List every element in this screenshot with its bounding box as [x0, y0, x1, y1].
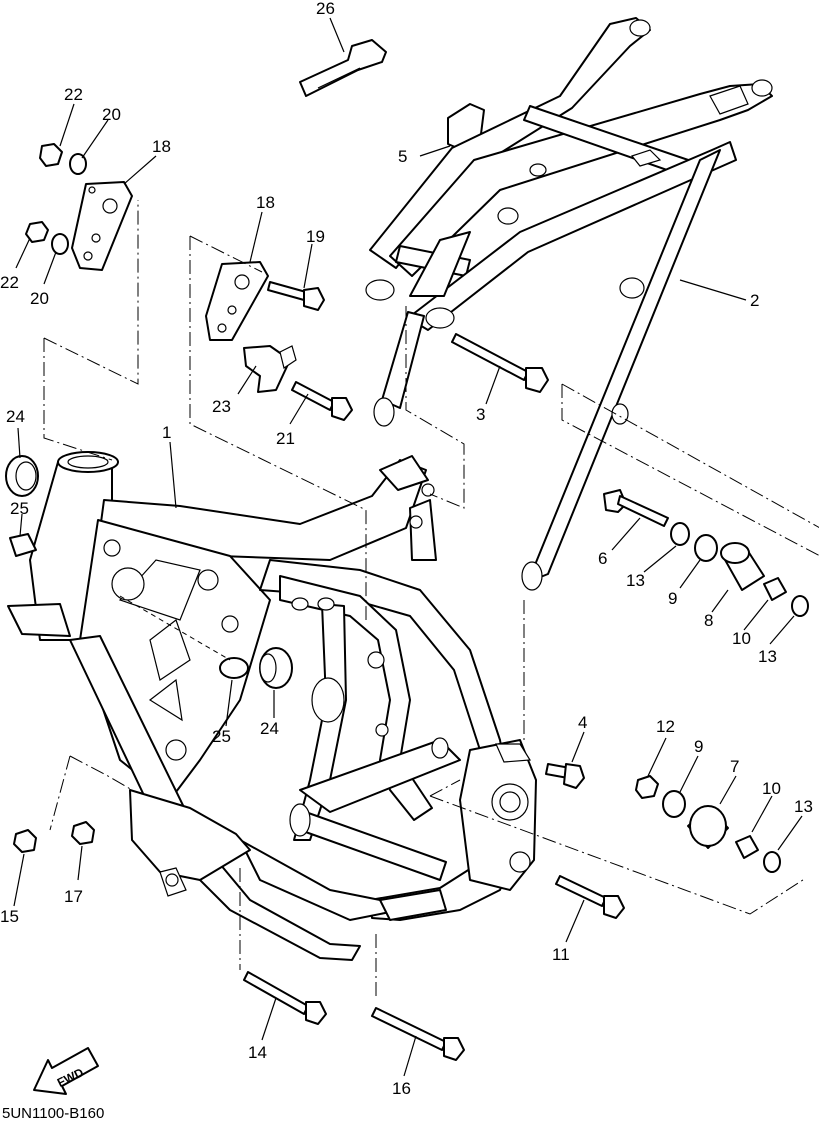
callout-25-a: 25: [10, 499, 29, 518]
part-26-bracket: [299, 39, 387, 97]
part-9-collar-lower: [662, 790, 686, 818]
callout-labels: 26 5 1 2 3 6 13 9 8 10 13 4 12 9 7 10 13…: [0, 0, 813, 1098]
part-16-bolt: [371, 1007, 465, 1061]
callout-25-b: 25: [212, 727, 231, 746]
callout-9-b: 9: [694, 737, 703, 756]
part-6-bolt: [603, 489, 669, 527]
part-10-spacer-lower: [735, 835, 759, 859]
part-8-bushing: [720, 542, 765, 591]
callout-3: 3: [476, 405, 485, 424]
callout-20-a: 20: [102, 105, 121, 124]
part-24-plug-center: [259, 647, 293, 689]
callout-13-b: 13: [758, 647, 777, 666]
part-23-clamp: [243, 345, 297, 393]
part-11-bolt: [555, 875, 625, 919]
callout-24-b: 24: [260, 719, 279, 738]
part-22-nut-lower: [25, 221, 49, 243]
part-25-plug-center: [219, 657, 249, 679]
diagram-code: 5UN1100-B160: [2, 1105, 104, 1122]
part-22-nut-top: [39, 143, 63, 167]
part-25-plug-left: [9, 533, 37, 557]
part-4-bolt: [545, 763, 585, 789]
callout-10-b: 10: [762, 779, 781, 798]
part-19-bolt: [267, 281, 325, 311]
callout-12: 12: [656, 717, 675, 736]
callout-5: 5: [398, 147, 407, 166]
part-13-washer-lower-right: [763, 851, 781, 873]
part-2-rear-subframe: [365, 17, 773, 591]
part-21-bolt: [291, 381, 353, 421]
part-18-bracket-left: [71, 181, 133, 271]
part-15-nut: [13, 829, 37, 853]
callout-2: 2: [750, 291, 759, 310]
callout-7: 7: [730, 757, 739, 776]
callout-4: 4: [578, 713, 587, 732]
part-7-bushing: [687, 805, 729, 849]
callout-17: 17: [64, 887, 83, 906]
callout-19: 19: [306, 227, 325, 246]
part-20-washer-lower: [51, 233, 69, 255]
part-20-washer-top: [69, 153, 87, 175]
part-10-spacer-upper: [763, 577, 787, 601]
callout-22-a: 22: [64, 85, 83, 104]
callout-18-b: 18: [256, 193, 275, 212]
callout-1: 1: [162, 423, 171, 442]
callout-24-a: 24: [6, 407, 25, 426]
part-24-plug-left: [5, 455, 39, 497]
callout-leaders: [13, 17, 803, 1077]
callout-16: 16: [392, 1079, 411, 1098]
callout-21: 21: [276, 429, 295, 448]
callout-6: 6: [598, 549, 607, 568]
callout-13-c: 13: [794, 797, 813, 816]
callout-22-b: 22: [0, 273, 19, 292]
callout-13-a: 13: [626, 571, 645, 590]
part-13-washer-upper-right: [791, 595, 809, 617]
part-18-bracket-center: [205, 261, 269, 341]
callout-10-a: 10: [732, 629, 751, 648]
callout-26: 26: [316, 0, 335, 18]
callout-11: 11: [552, 945, 570, 964]
assembly-guide-lines: [43, 200, 819, 1000]
callout-23: 23: [212, 397, 231, 416]
part-1-main-frame: [7, 451, 537, 961]
callout-8: 8: [704, 611, 713, 630]
part-3-bolt: [451, 333, 549, 393]
callout-14: 14: [248, 1043, 267, 1062]
part-14-bolt: [243, 971, 327, 1025]
part-9-collar-upper: [694, 534, 718, 562]
part-13-washer-upper: [670, 522, 690, 546]
callout-15: 15: [0, 907, 19, 926]
fwd-arrow-icon: FWD: [33, 1047, 99, 1095]
callout-9-a: 9: [668, 589, 677, 608]
callout-20-b: 20: [30, 289, 49, 308]
callout-18-a: 18: [152, 137, 171, 156]
part-17-nut: [71, 821, 95, 845]
part-12-nut: [635, 775, 659, 799]
